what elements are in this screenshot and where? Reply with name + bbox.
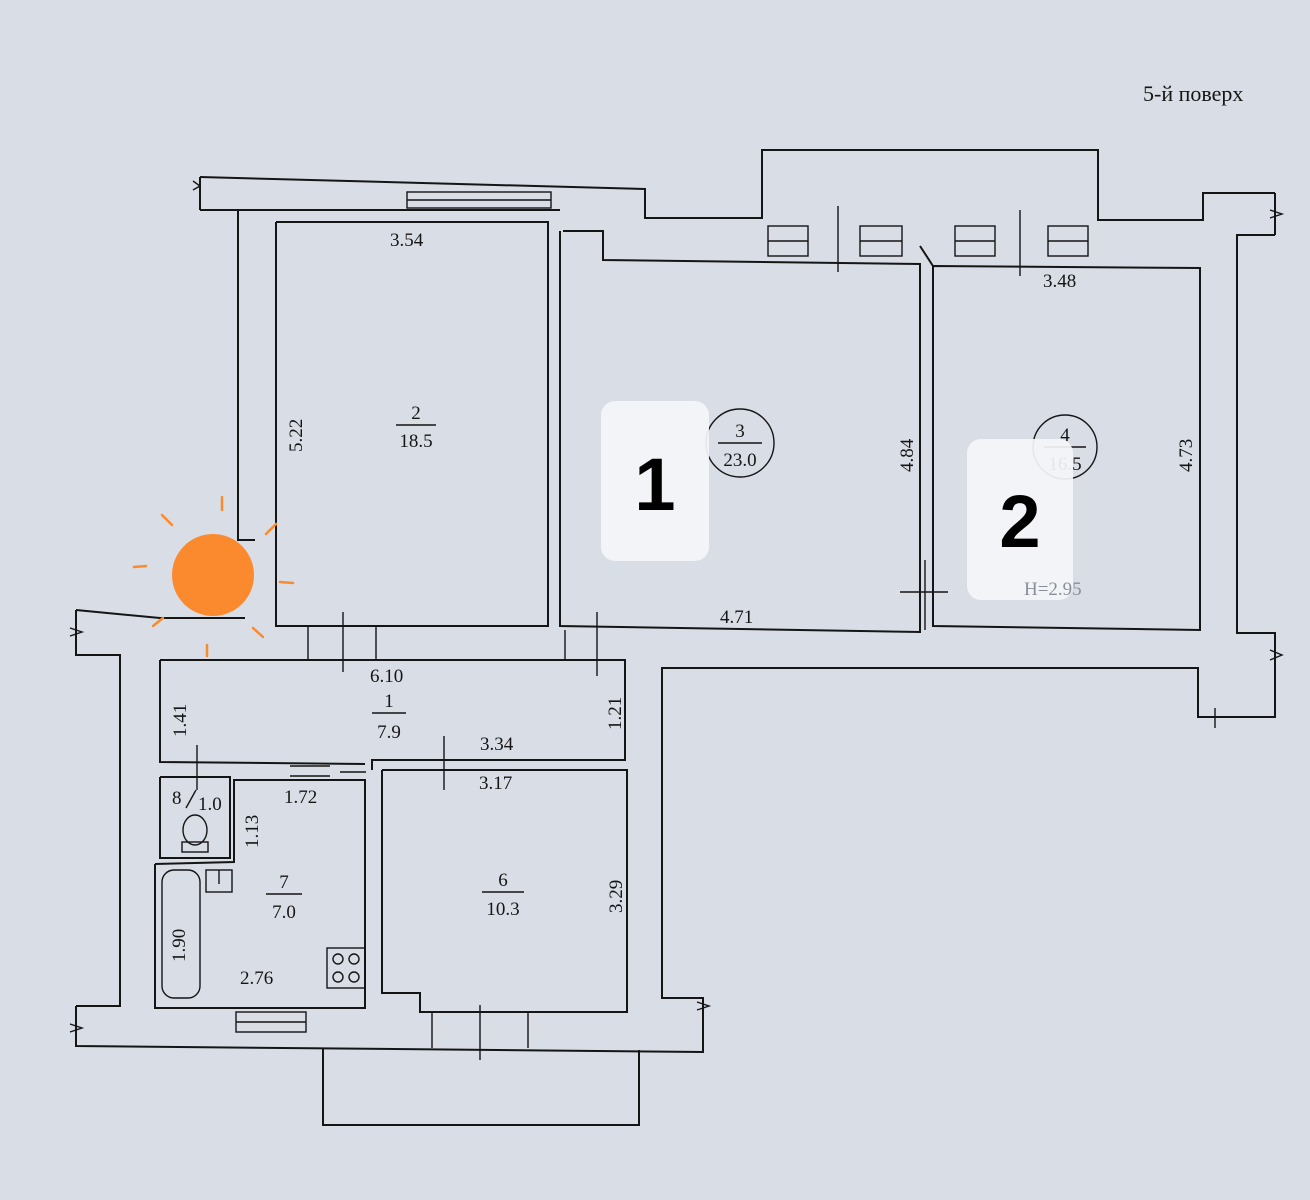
svg-text:3.29: 3.29 [606, 880, 627, 913]
svg-text:18.5: 18.5 [399, 431, 432, 452]
toilet-icon [181, 814, 209, 853]
svg-text:1.72: 1.72 [284, 787, 317, 808]
svg-text:6: 6 [498, 870, 508, 891]
room-8: 8 1.0 [172, 788, 222, 815]
svg-text:1.41: 1.41 [170, 704, 191, 737]
marker-2: 2 [967, 439, 1073, 600]
svg-text:7: 7 [279, 872, 289, 893]
svg-text:2: 2 [999, 480, 1040, 563]
svg-text:1: 1 [634, 443, 675, 526]
bathtub-icon [161, 869, 201, 999]
svg-text:1.21: 1.21 [605, 697, 626, 730]
windows-and-doors [69, 180, 1285, 1060]
room-3: 3 23.0 [705, 408, 775, 478]
room-2: 2 18.5 [396, 403, 436, 452]
svg-text:1.90: 1.90 [169, 929, 190, 962]
svg-text:3.48: 3.48 [1043, 271, 1076, 292]
svg-text:4.84: 4.84 [897, 438, 918, 472]
svg-text:7.0: 7.0 [272, 902, 296, 923]
stove-icon [326, 947, 366, 989]
svg-text:1.0: 1.0 [198, 794, 222, 815]
ceiling-height: H=2.95 [1024, 579, 1082, 600]
svg-text:1: 1 [384, 691, 394, 712]
sun-icon [132, 495, 295, 658]
svg-text:4.73: 4.73 [1176, 439, 1197, 472]
walls [75, 149, 1276, 1126]
room-7: 7 7.0 [266, 872, 302, 923]
svg-text:7.9: 7.9 [377, 722, 401, 743]
svg-text:2.76: 2.76 [240, 968, 273, 989]
dimensions: 3.54 5.22 4.84 4.71 3.48 4.73 6.10 1.41 … [169, 230, 1197, 989]
sink-icon [205, 869, 233, 893]
room-1: 1 7.9 [372, 691, 406, 743]
svg-text:2: 2 [411, 403, 421, 424]
svg-text:3: 3 [735, 421, 745, 442]
marker-1: 1 [601, 401, 709, 561]
svg-text:3.34: 3.34 [480, 734, 514, 755]
room-6: 6 10.3 [482, 870, 524, 920]
svg-text:10.3: 10.3 [486, 899, 519, 920]
svg-text:4.71: 4.71 [720, 607, 753, 628]
svg-text:23.0: 23.0 [723, 450, 756, 471]
floor-label: 5-й поверх [1143, 81, 1243, 106]
svg-text:4: 4 [1060, 425, 1070, 446]
svg-text:5.22: 5.22 [286, 419, 307, 452]
svg-text:6.10: 6.10 [370, 666, 403, 687]
svg-text:8: 8 [172, 788, 182, 809]
svg-text:1.13: 1.13 [242, 815, 263, 848]
svg-text:3.17: 3.17 [479, 773, 512, 794]
svg-text:3.54: 3.54 [390, 230, 424, 251]
